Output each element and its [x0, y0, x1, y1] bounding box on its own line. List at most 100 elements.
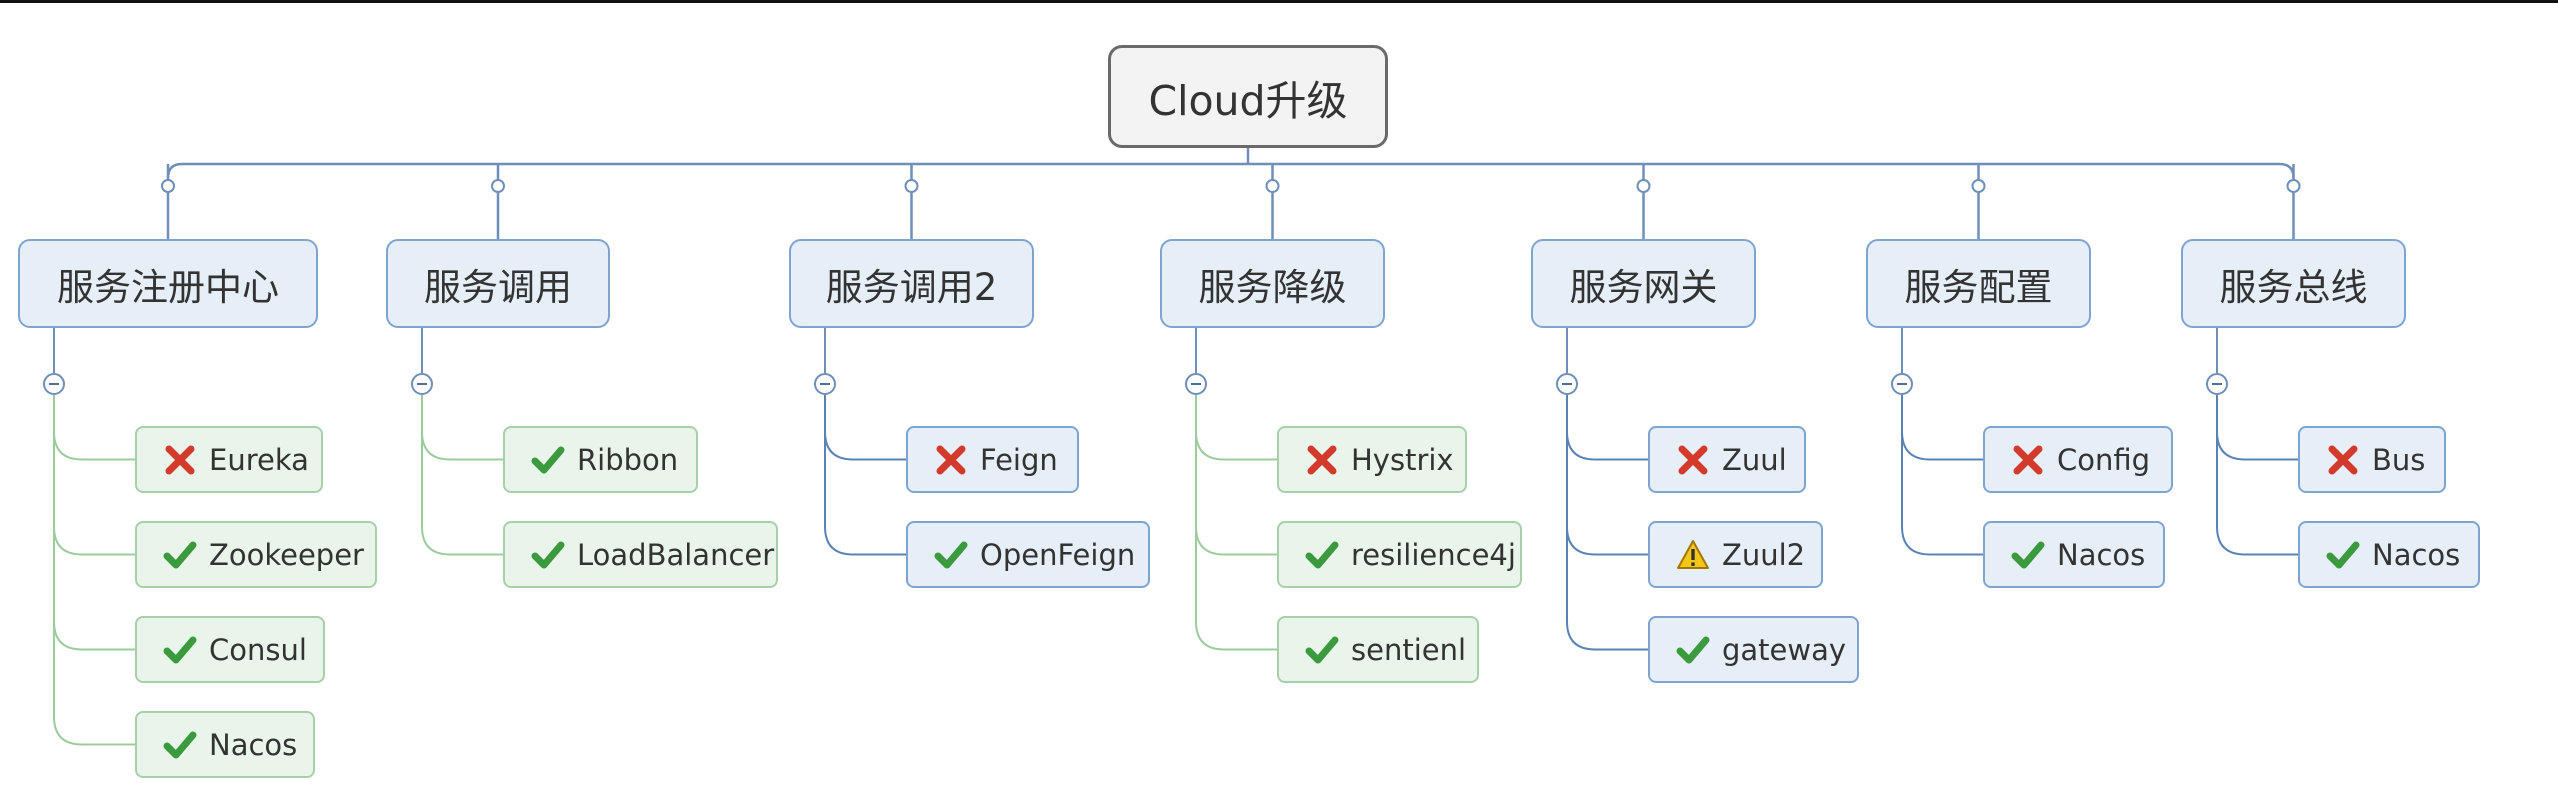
- leaf-node[interactable]: Bus: [2298, 426, 2446, 493]
- leaf-connector: [53, 395, 135, 651]
- category-node[interactable]: 服务调用: [386, 239, 610, 328]
- check-icon: [2011, 538, 2045, 572]
- leaf-connector: [824, 395, 906, 556]
- x-icon: [1305, 443, 1339, 477]
- leaf-label: gateway: [1722, 632, 1847, 667]
- leaf-label: sentienl: [1351, 632, 1467, 667]
- leaf-label: LoadBalancer: [577, 537, 775, 572]
- leaf-node[interactable]: Config: [1983, 426, 2173, 493]
- leaf-connector: [1195, 395, 1277, 461]
- leaf-connector: [421, 395, 503, 461]
- leaf-label: Nacos: [209, 727, 298, 762]
- leaf-connector: [53, 395, 135, 556]
- leaf-connector: [2216, 395, 2298, 556]
- check-icon: [531, 538, 565, 572]
- leaf-label: Zuul2: [1722, 537, 1806, 572]
- category-label: 服务网关: [1569, 265, 1718, 309]
- leaf-connector: [421, 395, 503, 556]
- category-node[interactable]: 服务配置: [1866, 239, 2091, 328]
- leaf-label: resilience4j: [1351, 537, 1516, 572]
- x-icon: [2011, 443, 2045, 477]
- check-icon: [1305, 633, 1339, 667]
- leaf-connector: [1566, 395, 1648, 651]
- check-icon: [163, 728, 197, 762]
- leaf-label: Zookeeper: [209, 537, 364, 572]
- category-label: 服务注册中心: [57, 265, 279, 309]
- leaf-label: Feign: [980, 442, 1058, 477]
- leaf-label: OpenFeign: [980, 537, 1136, 572]
- leaf-node[interactable]: Nacos: [2298, 521, 2480, 588]
- x-icon: [2326, 443, 2360, 477]
- category-label: 服务降级: [1198, 265, 1347, 309]
- x-icon: [934, 443, 968, 477]
- leaf-label: Eureka: [209, 442, 309, 477]
- collapse-toggle-icon[interactable]: [814, 373, 836, 395]
- leaf-connector: [1901, 395, 1983, 556]
- collapse-toggle-icon[interactable]: [43, 373, 65, 395]
- category-node[interactable]: 服务总线: [2181, 239, 2406, 328]
- leaf-node[interactable]: Nacos: [135, 711, 315, 778]
- leaf-node[interactable]: gateway: [1648, 616, 1859, 683]
- top-border-line: [0, 0, 2558, 3]
- connector-joint: [161, 179, 175, 193]
- category-node[interactable]: 服务网关: [1531, 239, 1756, 328]
- leaf-node[interactable]: Consul: [135, 616, 325, 683]
- leaf-connector: [1195, 395, 1277, 556]
- x-icon: [163, 443, 197, 477]
- leaf-connector: [53, 395, 135, 461]
- leaf-connector: [1901, 395, 1983, 461]
- root-node[interactable]: Cloud升级: [1108, 45, 1388, 148]
- leaf-node[interactable]: Zuul2: [1648, 521, 1823, 588]
- check-icon: [2326, 538, 2360, 572]
- leaf-node[interactable]: Eureka: [135, 426, 323, 493]
- leaf-node[interactable]: Hystrix: [1277, 426, 1467, 493]
- leaf-node[interactable]: Nacos: [1983, 521, 2165, 588]
- leaf-connector: [1566, 395, 1648, 461]
- leaf-node[interactable]: Zookeeper: [135, 521, 377, 588]
- leaf-connector: [1195, 395, 1277, 651]
- collapse-toggle-icon[interactable]: [1556, 373, 1578, 395]
- bus-corner: [2279, 162, 2295, 179]
- category-label: 服务调用2: [825, 265, 998, 309]
- leaf-node[interactable]: sentienl: [1277, 616, 1479, 683]
- check-icon: [163, 538, 197, 572]
- category-label: 服务配置: [1904, 265, 2053, 309]
- leaf-label: Hystrix: [1351, 442, 1454, 477]
- category-node[interactable]: 服务注册中心: [18, 239, 318, 328]
- leaf-label: Bus: [2372, 442, 2426, 477]
- connector-joint: [904, 179, 919, 193]
- connector-joint: [491, 179, 505, 193]
- check-icon: [1305, 538, 1339, 572]
- root-label: Cloud升级: [1148, 76, 1348, 125]
- leaf-node[interactable]: Zuul: [1648, 426, 1806, 493]
- leaf-connector: [824, 395, 906, 461]
- leaf-label: Config: [2057, 442, 2151, 477]
- leaf-label: Consul: [209, 632, 307, 667]
- leaf-label: Ribbon: [577, 442, 679, 477]
- leaf-connector: [1566, 395, 1648, 556]
- category-node[interactable]: 服务调用2: [789, 239, 1034, 328]
- check-icon: [934, 538, 968, 572]
- leaf-node[interactable]: LoadBalancer: [503, 521, 778, 588]
- leaf-node[interactable]: resilience4j: [1277, 521, 1522, 588]
- check-icon: [1676, 633, 1710, 667]
- leaf-node[interactable]: Ribbon: [503, 426, 698, 493]
- connector-joint: [1265, 179, 1280, 193]
- collapse-toggle-icon[interactable]: [1185, 373, 1207, 395]
- connector-joint: [1971, 179, 1986, 193]
- collapse-toggle-icon[interactable]: [411, 373, 433, 395]
- category-node[interactable]: 服务降级: [1160, 239, 1385, 328]
- collapse-toggle-icon[interactable]: [1891, 373, 1913, 395]
- category-label: 服务总线: [2219, 265, 2368, 309]
- warning-icon: [1676, 538, 1710, 572]
- leaf-connector: [2216, 395, 2298, 461]
- leaf-node[interactable]: Feign: [906, 426, 1079, 493]
- connector-joint: [2286, 179, 2301, 193]
- collapse-toggle-icon[interactable]: [2206, 373, 2228, 395]
- category-label: 服务调用: [424, 265, 572, 309]
- leaf-node[interactable]: OpenFeign: [906, 521, 1150, 588]
- check-icon: [531, 443, 565, 477]
- leaf-label: Nacos: [2057, 537, 2146, 572]
